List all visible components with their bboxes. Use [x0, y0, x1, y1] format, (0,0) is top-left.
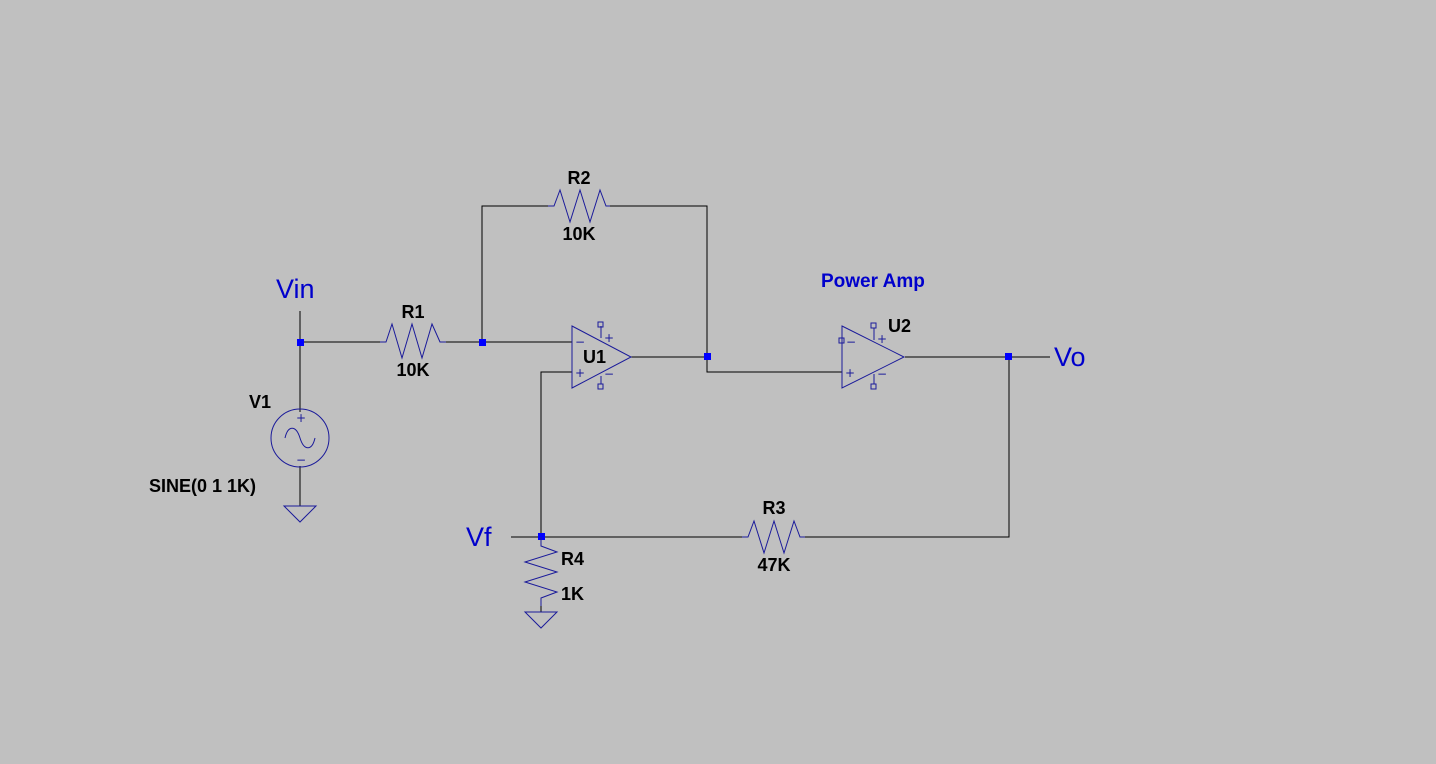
resistor-r1-value: 10K: [396, 360, 429, 380]
sine-source-icon: [270, 408, 330, 468]
junction-vf[interactable]: [538, 533, 545, 540]
resistor-r1-body: [380, 322, 446, 360]
power-amp-comment[interactable]: Power Amp: [821, 271, 925, 292]
v1-minus-sign: −: [296, 453, 306, 467]
opamp-u1-triangle: [571, 325, 633, 389]
net-label-vo[interactable]: Vo: [1054, 342, 1086, 372]
opamp-u1-supply-plus: +: [604, 331, 614, 345]
opamp-u2-vplus-pad: [870, 322, 877, 329]
opamp-u2-supply-minus: −: [877, 367, 887, 381]
opamp-u2[interactable]: + − − + U2: [838, 316, 911, 390]
opamp-u1[interactable]: + − − + U1: [571, 321, 633, 390]
wire-to-u2-plus[interactable]: [706, 357, 842, 373]
sine-wave-icon: [284, 427, 316, 449]
junctions: [297, 339, 1012, 540]
voltage-source-v1-value: SINE(0 1 1K): [149, 476, 256, 496]
opamp-u1-ref: U1: [583, 347, 606, 367]
v1-plus-sign: +: [296, 411, 306, 425]
opamp-u2-noninv-sign: +: [845, 366, 855, 380]
ground-icon: [523, 611, 559, 629]
ground-v1[interactable]: [282, 505, 318, 523]
opamp-u1-vminus-pad: [597, 383, 604, 390]
opamp-u2-inv-pad: [838, 337, 845, 344]
opamp-u2-ref: U2: [888, 316, 911, 336]
resistor-r4-ref: R4: [561, 549, 584, 569]
resistor-r2-body: [548, 188, 610, 224]
resistor-r3-ref: R3: [762, 498, 785, 518]
resistor-r1[interactable]: R1 10K: [380, 302, 446, 380]
opamp-u1-noninv-sign: +: [575, 366, 585, 380]
opamp-u1-inv-sign: −: [575, 335, 585, 349]
resistor-r3-body: [742, 519, 805, 555]
net-label-vf[interactable]: Vf: [466, 522, 492, 552]
resistor-r4[interactable]: R4 1K: [523, 537, 584, 606]
resistor-r1-ref: R1: [401, 302, 424, 322]
resistor-r4-value: 1K: [561, 584, 584, 604]
voltage-source-v1-ref: V1: [249, 392, 271, 412]
opamp-u2-inv-sign: −: [846, 335, 856, 349]
junction-inverting-node[interactable]: [479, 339, 486, 346]
resistor-r4-body: [523, 537, 559, 606]
wire-r2-to-u1-out[interactable]: [610, 205, 708, 357]
opamp-u2-supply-plus: +: [877, 332, 887, 346]
opamp-u1-supply-minus: −: [604, 367, 614, 381]
net-label-vin[interactable]: Vin: [276, 274, 315, 304]
resistor-r2-ref: R2: [567, 168, 590, 188]
resistor-r2[interactable]: R2 10K: [548, 168, 610, 244]
junction-vin[interactable]: [297, 339, 304, 346]
resistor-r2-value: 10K: [562, 224, 595, 244]
junction-u1-output[interactable]: [704, 353, 711, 360]
ground-r4[interactable]: [523, 611, 559, 629]
wire-vf-to-u1-plus[interactable]: [540, 371, 572, 537]
resistor-r3[interactable]: R3 47K: [742, 498, 805, 575]
resistor-r3-value: 47K: [757, 555, 790, 575]
wire-vo-to-r3[interactable]: [805, 357, 1010, 538]
opamp-u1-vplus-pad: [597, 321, 604, 328]
wire-node-to-r2[interactable]: [481, 205, 548, 342]
opamp-u2-vminus-pad: [870, 383, 877, 390]
wires: [299, 205, 1050, 612]
opamp-u2-triangle: [841, 325, 906, 389]
ground-icon: [282, 505, 318, 523]
voltage-source-v1[interactable]: + − V1 SINE(0 1 1K): [149, 392, 330, 496]
junction-vo[interactable]: [1005, 353, 1012, 360]
